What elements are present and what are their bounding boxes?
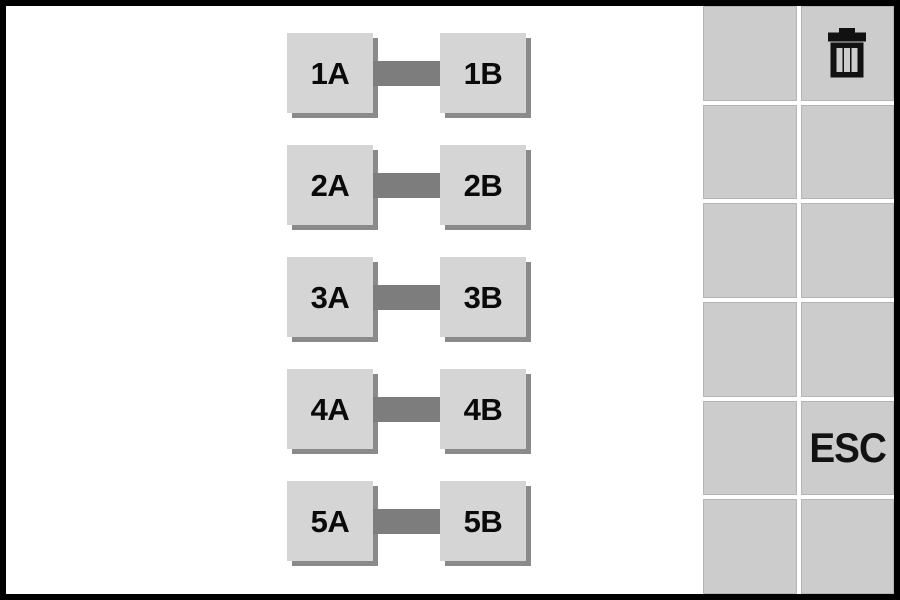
trash-icon [828,28,867,78]
escape-button-label: ESC [808,423,887,471]
pair-tile-right[interactable]: 3B [440,257,526,337]
panel-cell-empty[interactable] [703,301,797,397]
panel-cell-empty[interactable] [800,203,894,298]
pair-connector[interactable] [373,397,440,422]
panel-cell-empty[interactable] [703,203,797,298]
pair-tile-left[interactable]: 4A [287,369,373,449]
panel-cell-empty[interactable] [800,499,894,594]
pair-connector[interactable] [373,509,440,534]
delete-button[interactable] [800,6,894,101]
pair-row: 1A 1B [6,33,703,119]
tile-label: 2A [310,167,350,203]
pair-tile-left[interactable]: 5A [287,481,373,561]
pair-tile-right[interactable]: 2B [440,145,526,225]
pair-tile-right[interactable]: 5B [440,481,526,561]
tile-label: 1B [463,55,503,91]
pair-row: 2A 2B [6,145,703,231]
pair-connector[interactable] [373,285,440,310]
tile-label: 4A [310,391,350,427]
tile-label: 3A [310,279,350,315]
pair-tile-right[interactable]: 1B [440,33,526,113]
panel-cell-empty[interactable] [703,6,797,101]
pair-tile-right[interactable]: 4B [440,369,526,449]
panel-cell-empty[interactable] [703,104,797,200]
pair-tile-left[interactable]: 1A [287,33,373,113]
tile-label: 3B [463,279,503,315]
tile-label: 4B [463,391,503,427]
tile-label: 2B [463,167,503,203]
tile-label: 5A [310,503,350,539]
pair-connector[interactable] [373,173,440,198]
pair-row: 4A 4B [6,369,703,455]
pair-tile-left[interactable]: 2A [287,145,373,225]
tile-label: 1A [310,55,350,91]
panel-cell-empty[interactable] [800,301,894,397]
pair-tile-left[interactable]: 3A [287,257,373,337]
panel-cell-empty[interactable] [703,499,797,594]
escape-button[interactable]: ESC [800,400,894,496]
pair-row: 5A 5B [6,481,703,567]
tile-label: 5B [463,503,503,539]
pair-row: 3A 3B [6,257,703,343]
pair-canvas[interactable]: 1A 1B 2A 2B 3A 3B [6,6,703,594]
right-button-panel: ESC [703,6,894,594]
panel-cell-empty[interactable] [800,104,894,200]
pair-connector[interactable] [373,61,440,86]
panel-cell-empty[interactable] [703,400,797,496]
